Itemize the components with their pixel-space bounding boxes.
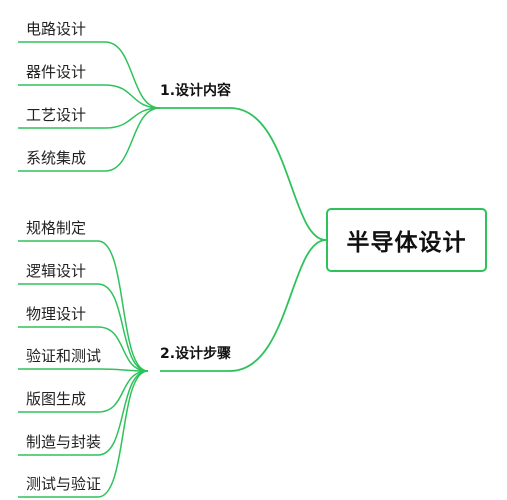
connector-branch-1-leaf-1 xyxy=(18,41,161,109)
connector-branch-1-leaf-2 xyxy=(18,84,161,109)
connector-branch-2-leaf-5 xyxy=(18,370,149,413)
connector-branch-1-leaf-4 xyxy=(18,107,161,172)
connector-branch-2-leaf-6 xyxy=(18,370,149,456)
leaf-node-manufacturing-packaging: 制造与封装 xyxy=(26,433,102,451)
branch-node-design-content: 1.设计内容 xyxy=(160,83,232,99)
root-node: 半导体设计 xyxy=(326,208,487,272)
leaf-node-circuit-design: 电路设计 xyxy=(26,20,87,38)
connector-branch-2-leaf-7 xyxy=(18,370,149,498)
leaf-node-process-design: 工艺设计 xyxy=(26,106,87,124)
connector-root-branch-2 xyxy=(160,239,327,372)
leaf-node-system-integration: 系统集成 xyxy=(26,149,87,167)
leaf-node-physical-design: 物理设计 xyxy=(26,305,87,323)
leaf-node-spec-definition: 规格制定 xyxy=(26,219,87,237)
leaf-node-test-validation: 测试与验证 xyxy=(26,475,102,493)
leaf-node-layout-generation: 版图生成 xyxy=(26,390,87,408)
root-node-label: 半导体设计 xyxy=(346,230,467,256)
leaf-node-verification-testing: 验证和测试 xyxy=(26,347,102,365)
connector-branch-2-leaf-2 xyxy=(18,283,149,372)
leaf-node-logic-design: 逻辑设计 xyxy=(26,262,87,280)
connector-branch-2-leaf-1 xyxy=(18,240,149,372)
connector-branch-2-leaf-3 xyxy=(18,326,149,372)
connector-branch-1-leaf-3 xyxy=(18,107,161,129)
connector-root-branch-1 xyxy=(160,107,327,241)
branch-node-design-steps: 2.设计步骤 xyxy=(160,346,232,362)
connector-branch-2-leaf-4 xyxy=(18,368,149,372)
leaf-node-device-design: 器件设计 xyxy=(26,63,87,81)
